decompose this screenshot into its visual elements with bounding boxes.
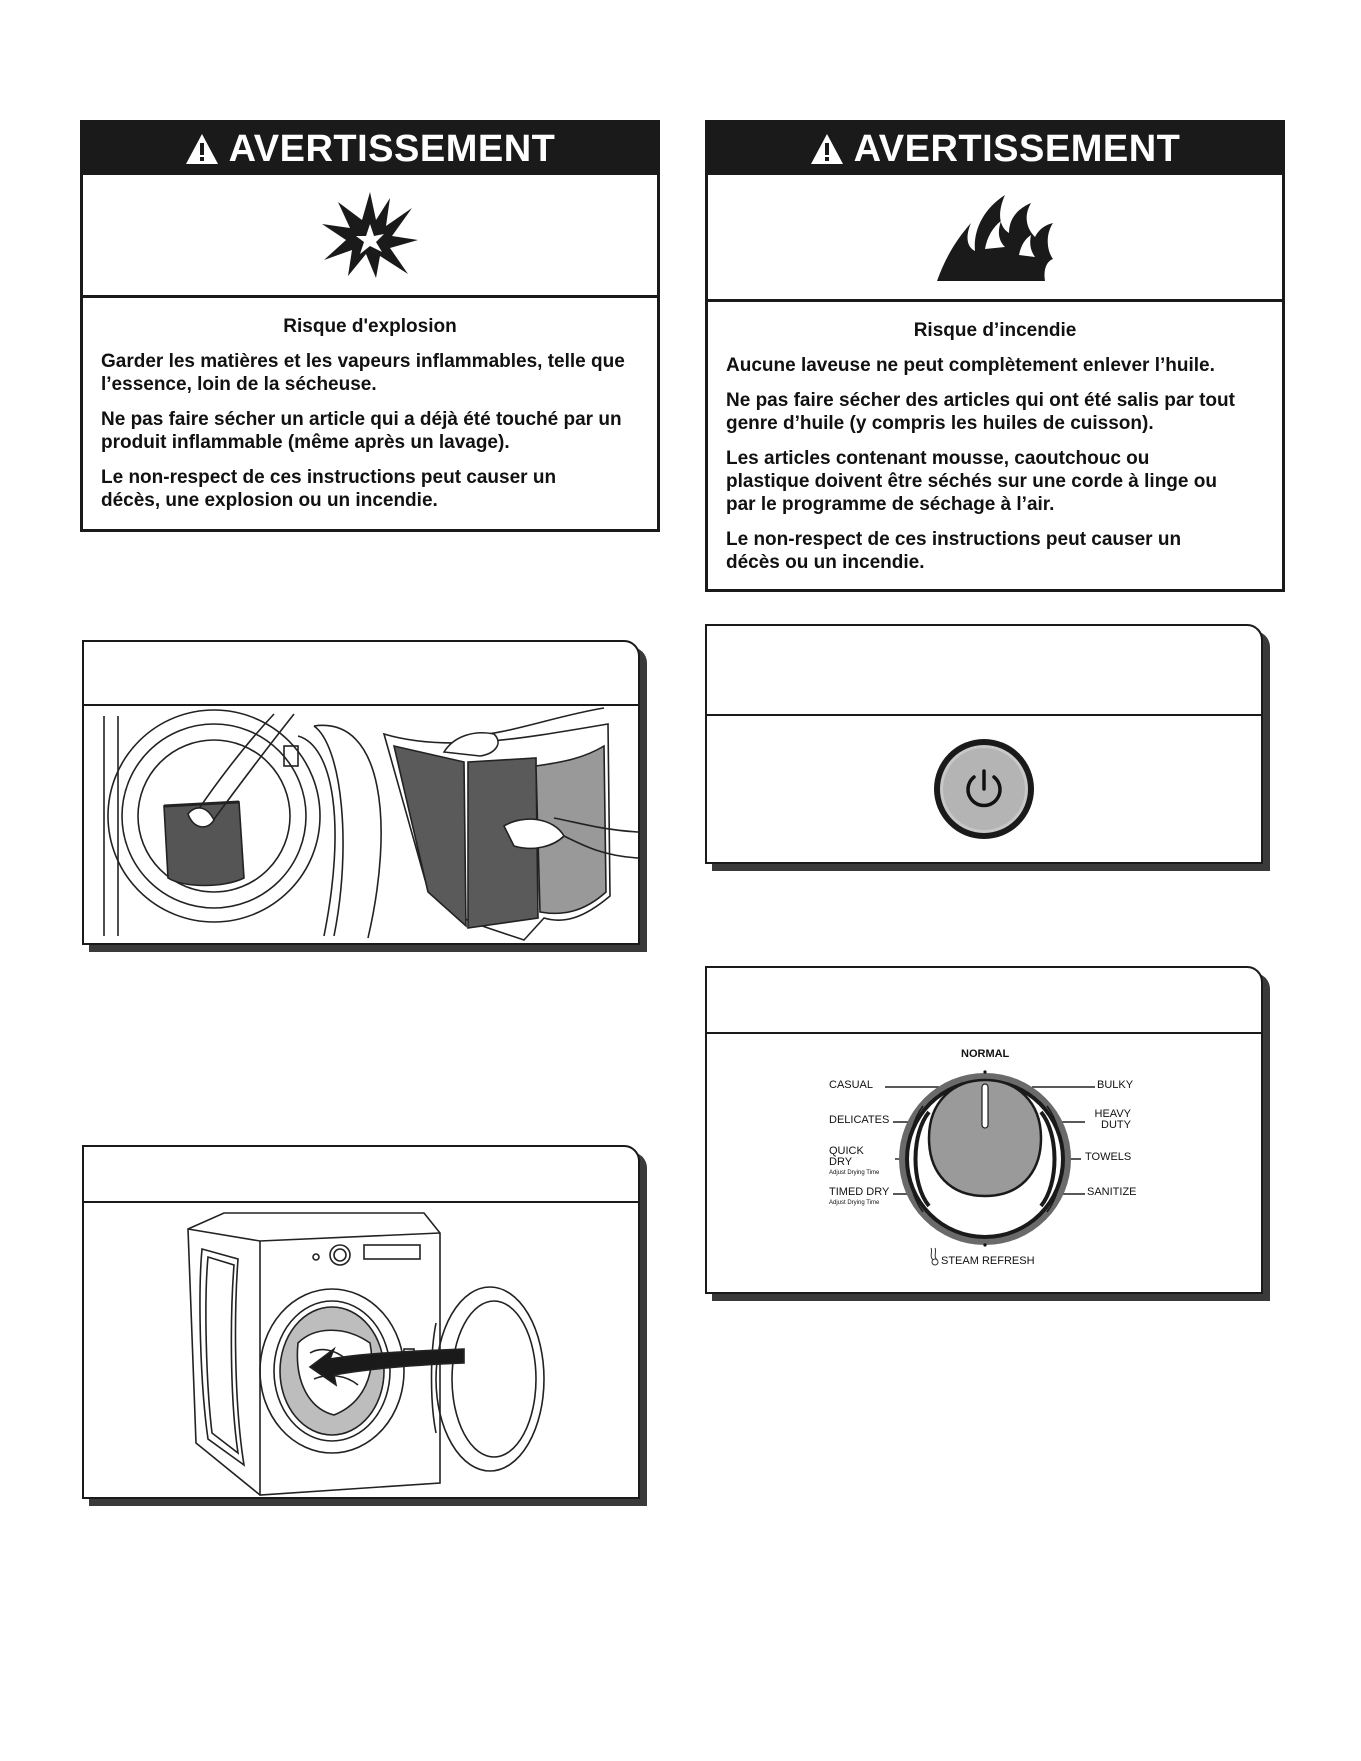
explosion-icon xyxy=(322,192,418,278)
dial-label-heavy-duty: HEAVY DUTY xyxy=(1089,1109,1131,1131)
cycle-dial[interactable] xyxy=(707,1034,1261,1292)
dial-label-note: Adjust Drying Time xyxy=(829,1170,880,1176)
dial-label-bulky: BULKY xyxy=(1097,1079,1134,1091)
power-button[interactable] xyxy=(932,737,1036,841)
cycle-dial-area: NORMAL CASUAL DELICATES QUICK DRY Adjust… xyxy=(707,1034,1261,1292)
warning-paragraph: Les articles contenant mousse, caoutchou… xyxy=(726,448,1217,515)
step-panel-power xyxy=(705,624,1263,864)
dial-label-steam-refresh: STEAM REFRESH xyxy=(941,1255,1035,1267)
warning-paragraph: Garder les matières et les vapeurs infla… xyxy=(101,351,625,395)
load-dryer-illustration xyxy=(84,1203,638,1497)
warning-paragraph: Le non-respect de ces instructions peut … xyxy=(101,467,557,511)
warning-paragraph: Ne pas faire sécher un article qui a déj… xyxy=(101,409,622,453)
dial-label-normal: NORMAL xyxy=(961,1048,1010,1060)
warning-subtitle: Risque d'explosion xyxy=(283,316,457,337)
lint-screen-illustration xyxy=(84,706,638,943)
dial-label-quick-dry: QUICK DRY xyxy=(829,1146,864,1168)
dial-label-text: QUICK xyxy=(829,1145,864,1157)
panel-header xyxy=(84,642,638,706)
warning-title: AVERTISSEMENT xyxy=(228,127,556,170)
warning-header: AVERTISSEMENT xyxy=(708,123,1282,175)
panel-header xyxy=(84,1147,638,1203)
dryer-drawing xyxy=(187,1212,545,1496)
panel-header xyxy=(707,626,1261,716)
warning-triangle-icon xyxy=(185,134,218,164)
warning-icon-area xyxy=(83,175,657,298)
lint-screen-drawing xyxy=(103,707,638,941)
steam-icon xyxy=(930,1247,939,1266)
warning-paragraph: Le non-respect de ces instructions peut … xyxy=(726,529,1182,573)
step-panel-cycle-dial: NORMAL CASUAL DELICATES QUICK DRY Adjust… xyxy=(705,966,1263,1294)
warning-triangle-icon xyxy=(810,134,843,164)
dial-label-text: HEAVY xyxy=(1094,1108,1131,1120)
dial-label-delicates: DELICATES xyxy=(829,1114,890,1126)
warning-paragraph: Ne pas faire sécher des articles qui ont… xyxy=(726,390,1235,434)
warning-paragraph: Aucune laveuse ne peut complètement enle… xyxy=(726,355,1215,376)
dial-label-text: DUTY xyxy=(1101,1119,1131,1131)
dial-label-text: DRY xyxy=(829,1156,853,1168)
fire-icon xyxy=(937,195,1053,281)
step-panel-load-dryer xyxy=(82,1145,640,1499)
panel-header xyxy=(707,968,1261,1034)
warning-title: AVERTISSEMENT xyxy=(853,127,1181,170)
warning-header: AVERTISSEMENT xyxy=(83,123,657,175)
warning-box-explosion: AVERTISSEMENT Risque d'explosion Garder … xyxy=(80,120,660,532)
dial-label-towels: TOWELS xyxy=(1085,1151,1132,1163)
power-icon xyxy=(966,769,1002,808)
dial-label-casual: CASUAL xyxy=(829,1079,874,1091)
dial-label-sanitize: SANITIZE xyxy=(1087,1186,1137,1198)
dial-pointer xyxy=(981,1083,989,1129)
warning-icon-area xyxy=(708,175,1282,302)
step-panel-lint-screen xyxy=(82,640,640,945)
dial-label-note: Adjust Drying Time xyxy=(829,1200,880,1206)
dial-label-timed-dry: TIMED DRY xyxy=(829,1186,890,1198)
warning-subtitle: Risque d’incendie xyxy=(913,320,1077,341)
warning-box-fire: AVERTISSEMENT Risque d’incendie Aucune l… xyxy=(705,120,1285,592)
